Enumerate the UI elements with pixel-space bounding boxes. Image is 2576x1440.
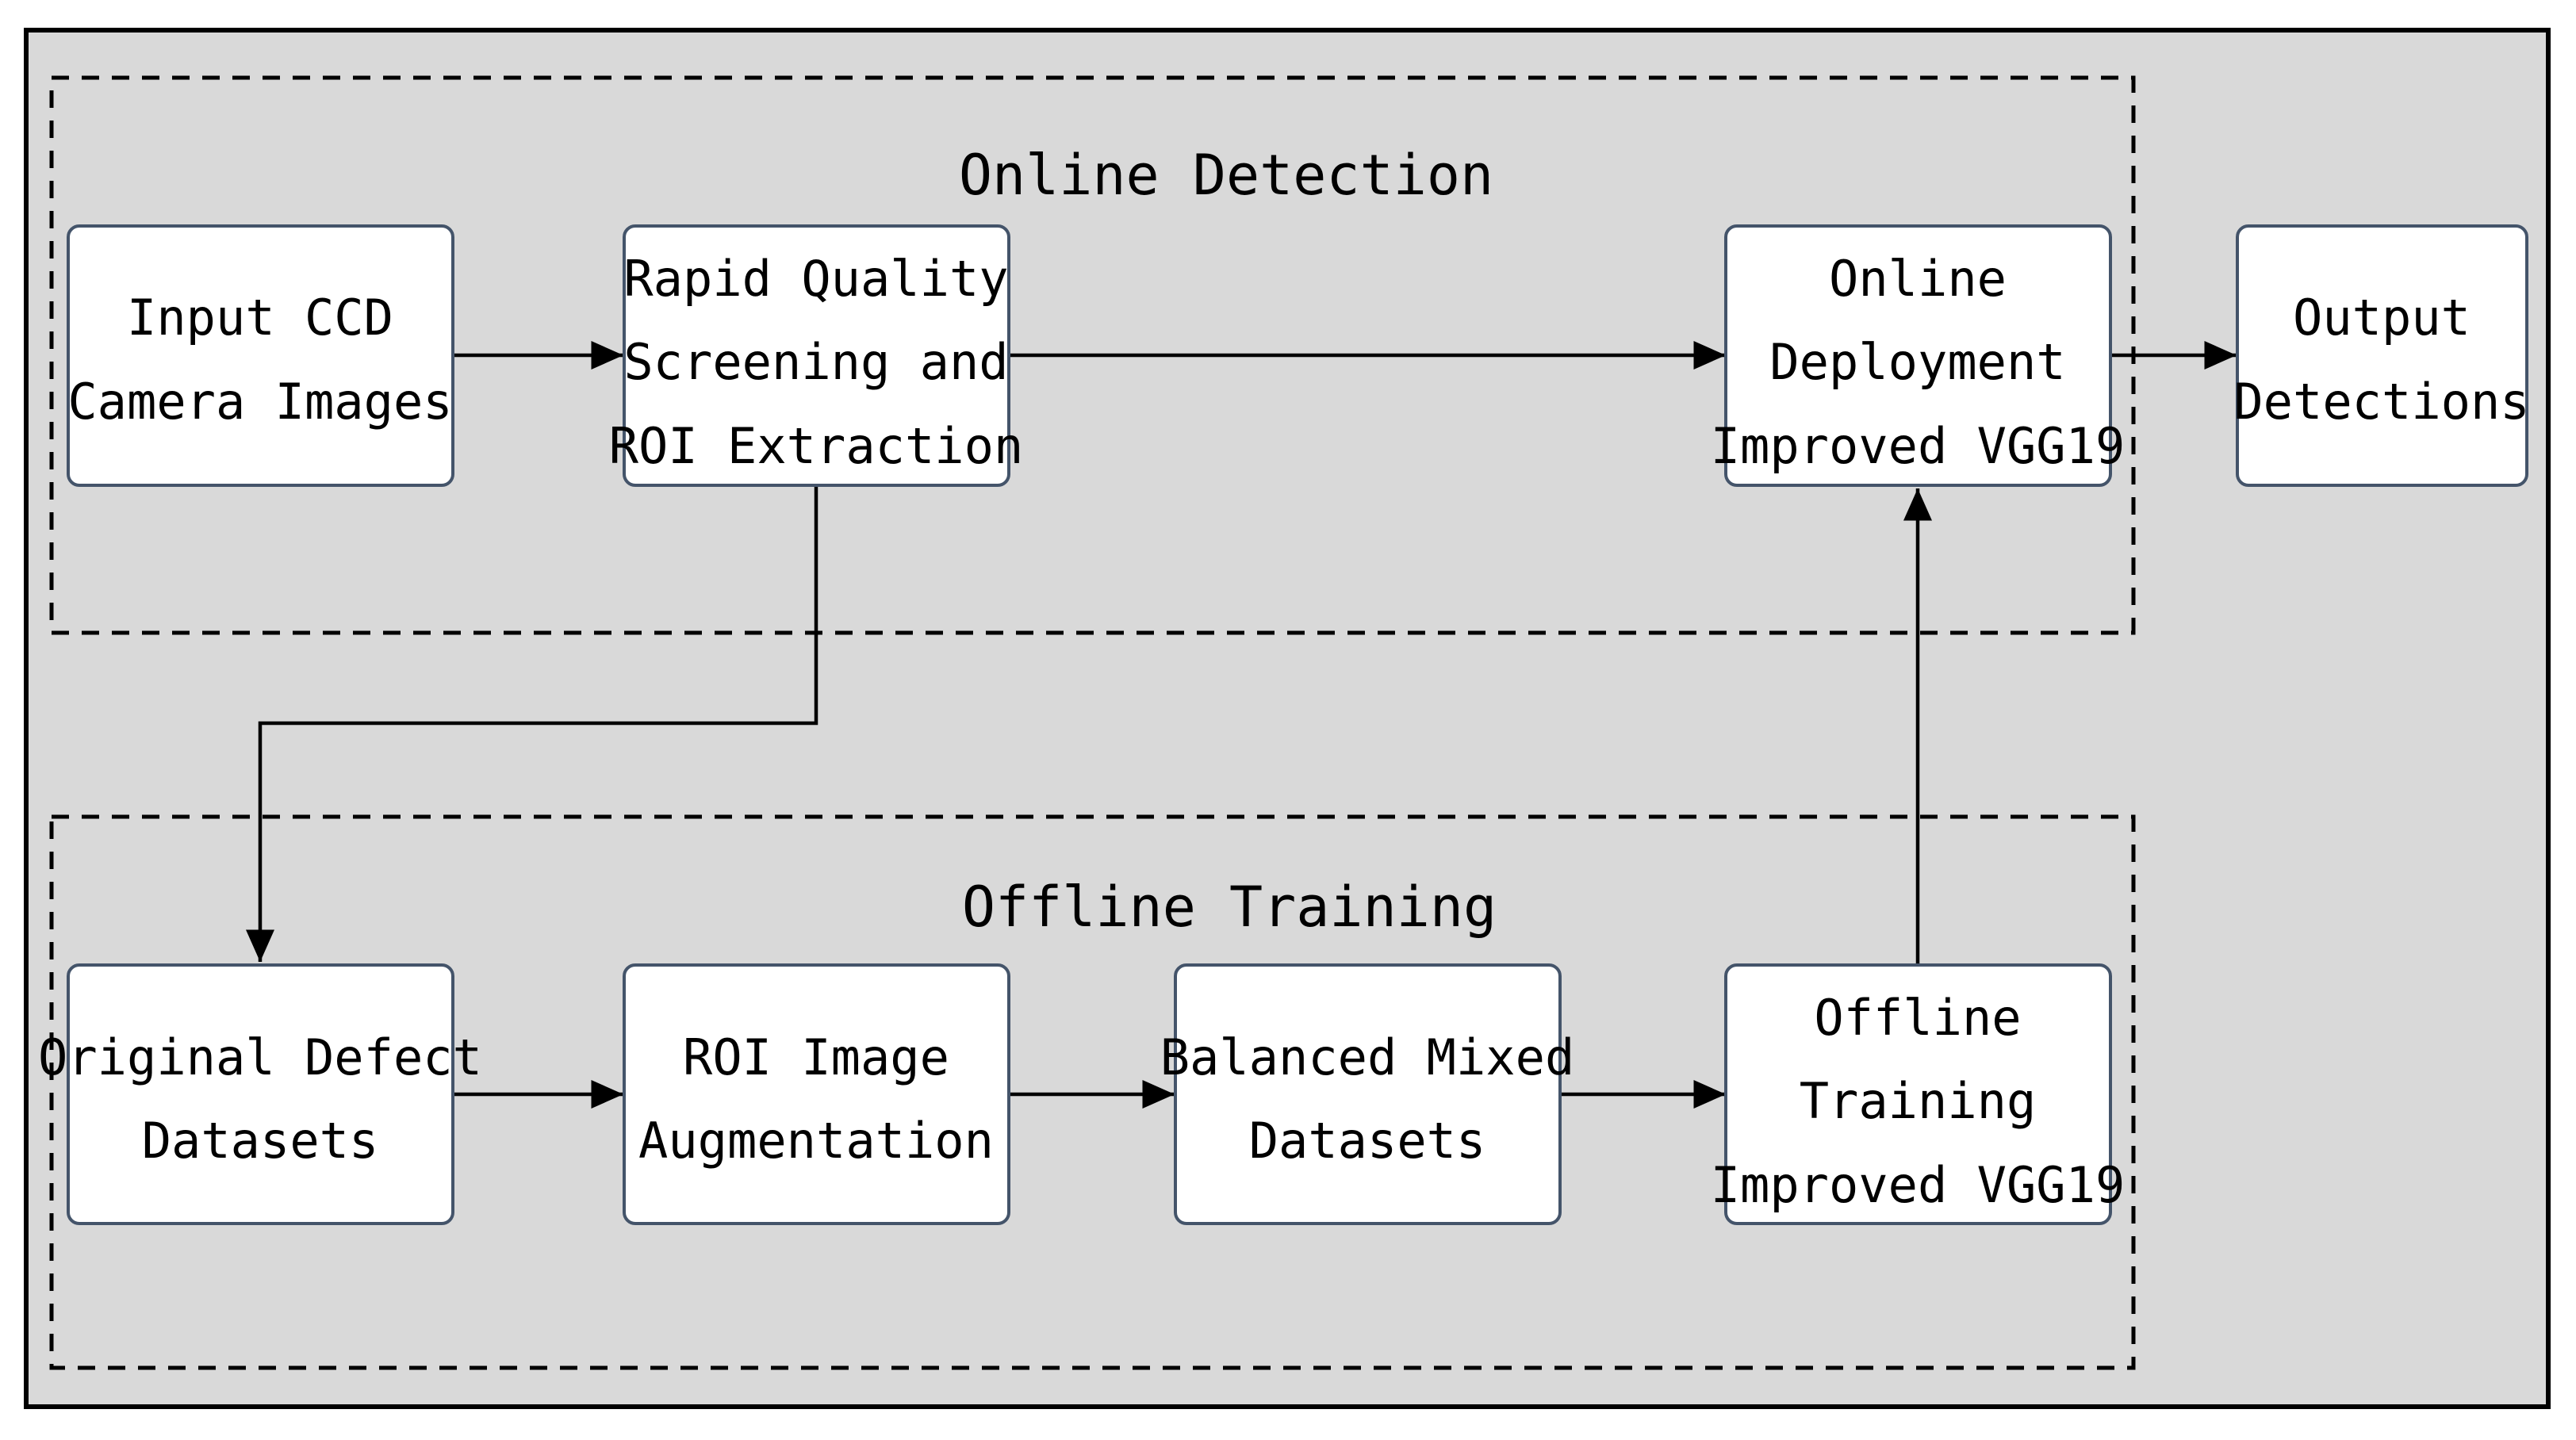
node-label-line: ROI Image [683,1028,949,1086]
node-offline-training-improved-vgg19: Offline Training Improved VGG19 [1711,963,2126,1225]
node-label-line: Original Defect [38,1028,482,1086]
node-output-detections: Output Detections [2233,224,2530,487]
node-balanced-mixed-datasets: Balanced Mixed Datasets [1160,963,1575,1225]
node-label-line: Training [1800,1072,2037,1130]
node-online-deployment-improved-vgg19: Online Deployment Improved VGG19 [1711,224,2126,487]
node-label-line: Online [1829,250,2007,308]
node-rapid-quality-screening: Rapid Quality Screening and ROI Extracti… [609,224,1024,487]
offline-training-title: Offline Training [962,875,1497,940]
node-label-line: ROI Extraction [609,417,1024,475]
node-label-line: Datasets [1249,1112,1486,1170]
node-label-line: Output [2293,289,2471,347]
node-label-line: Augmentation [638,1112,994,1170]
node-roi-image-augmentation: ROI Image Augmentation [623,963,1010,1225]
node-label-line: Deployment [1769,333,2065,391]
node-label-line: Detections [2233,373,2529,431]
edge-rapid-to-original-defect [246,485,818,962]
node-label-line: Rapid Quality [623,250,1008,308]
node-label-line: Offline [1814,989,2021,1047]
node-label-line: Screening and [623,333,1008,391]
node-label-line: Datasets [142,1112,379,1170]
node-label-line: Camera Images [67,373,452,431]
node-label-line: Improved VGG19 [1711,1156,2126,1214]
node-input-ccd-camera-images: Input CCD Camera Images [67,224,454,487]
offline-training-group [49,814,2136,1370]
node-label-line: Input CCD [127,289,393,347]
node-label-line: Improved VGG19 [1711,417,2126,475]
online-detection-title: Online Detection [959,143,1493,208]
node-original-defect-datasets: Original Defect Datasets [38,963,482,1225]
node-label-line: Balanced Mixed [1160,1028,1575,1086]
